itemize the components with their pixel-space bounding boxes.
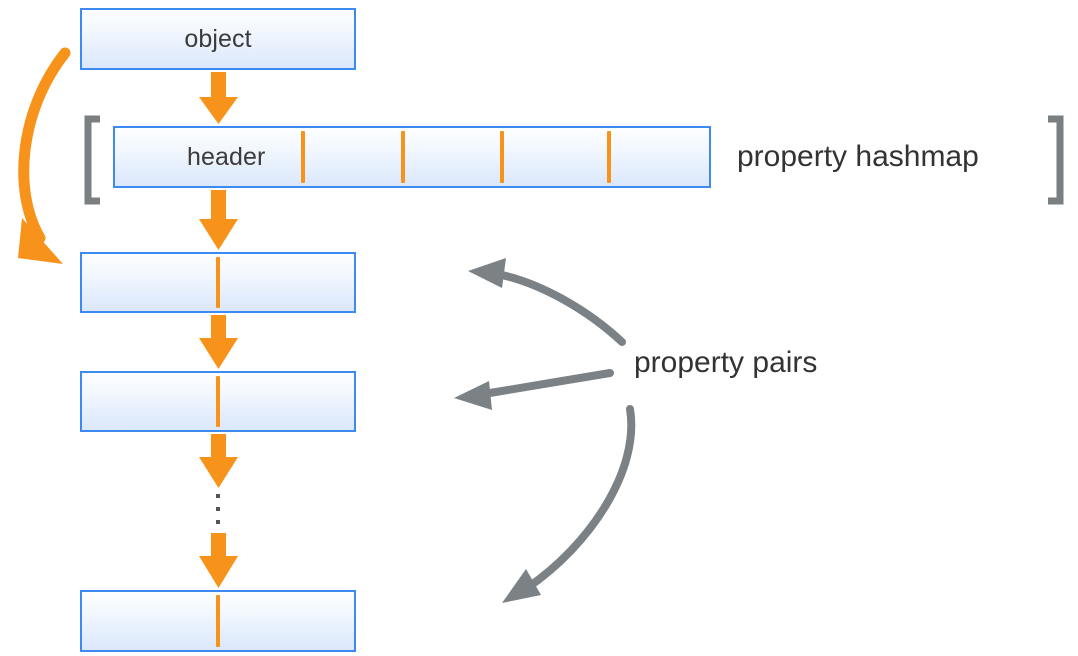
left-bracket	[84, 115, 100, 205]
object-box[interactable]: object	[80, 8, 356, 70]
orange-arrow-ellipsis-to-pair-n	[199, 533, 238, 588]
pair-n-divider	[216, 595, 220, 647]
orange-arrow-pair-2-to-ellipsis	[199, 434, 238, 488]
property-pairs-caption: property pairs	[634, 346, 818, 379]
property-hashmap-caption: property hashmap	[737, 140, 979, 173]
gray-arrow-pairs-to-pair-2	[454, 369, 614, 410]
orange-arrow-object-to-header	[199, 72, 238, 124]
orange-arrow-pair-1-to-pair-2	[199, 315, 238, 369]
pair-1-divider	[216, 257, 220, 308]
gray-arrow-pairs-to-pair-n	[502, 405, 636, 603]
orange-arrow-header-to-pair-1	[199, 190, 238, 250]
header-slot-divider-4	[607, 131, 611, 183]
ellipsis-dot-2	[216, 507, 220, 511]
pair-2-divider	[216, 376, 220, 427]
header-slot-divider-2	[401, 131, 405, 183]
header-box-label: header	[187, 142, 266, 171]
ellipsis-dot-1	[216, 494, 220, 498]
orange-arrow-object-to-pair-1-curved	[18, 47, 71, 264]
object-box-label: object	[184, 24, 252, 53]
gray-arrow-pairs-to-pair-1	[468, 258, 626, 346]
property-hashmap-box[interactable]: header	[113, 126, 711, 188]
ellipsis-dot-3	[216, 520, 220, 524]
header-slot-divider-3	[500, 131, 504, 183]
header-slot-divider-1	[301, 131, 305, 183]
right-bracket	[1048, 115, 1064, 205]
